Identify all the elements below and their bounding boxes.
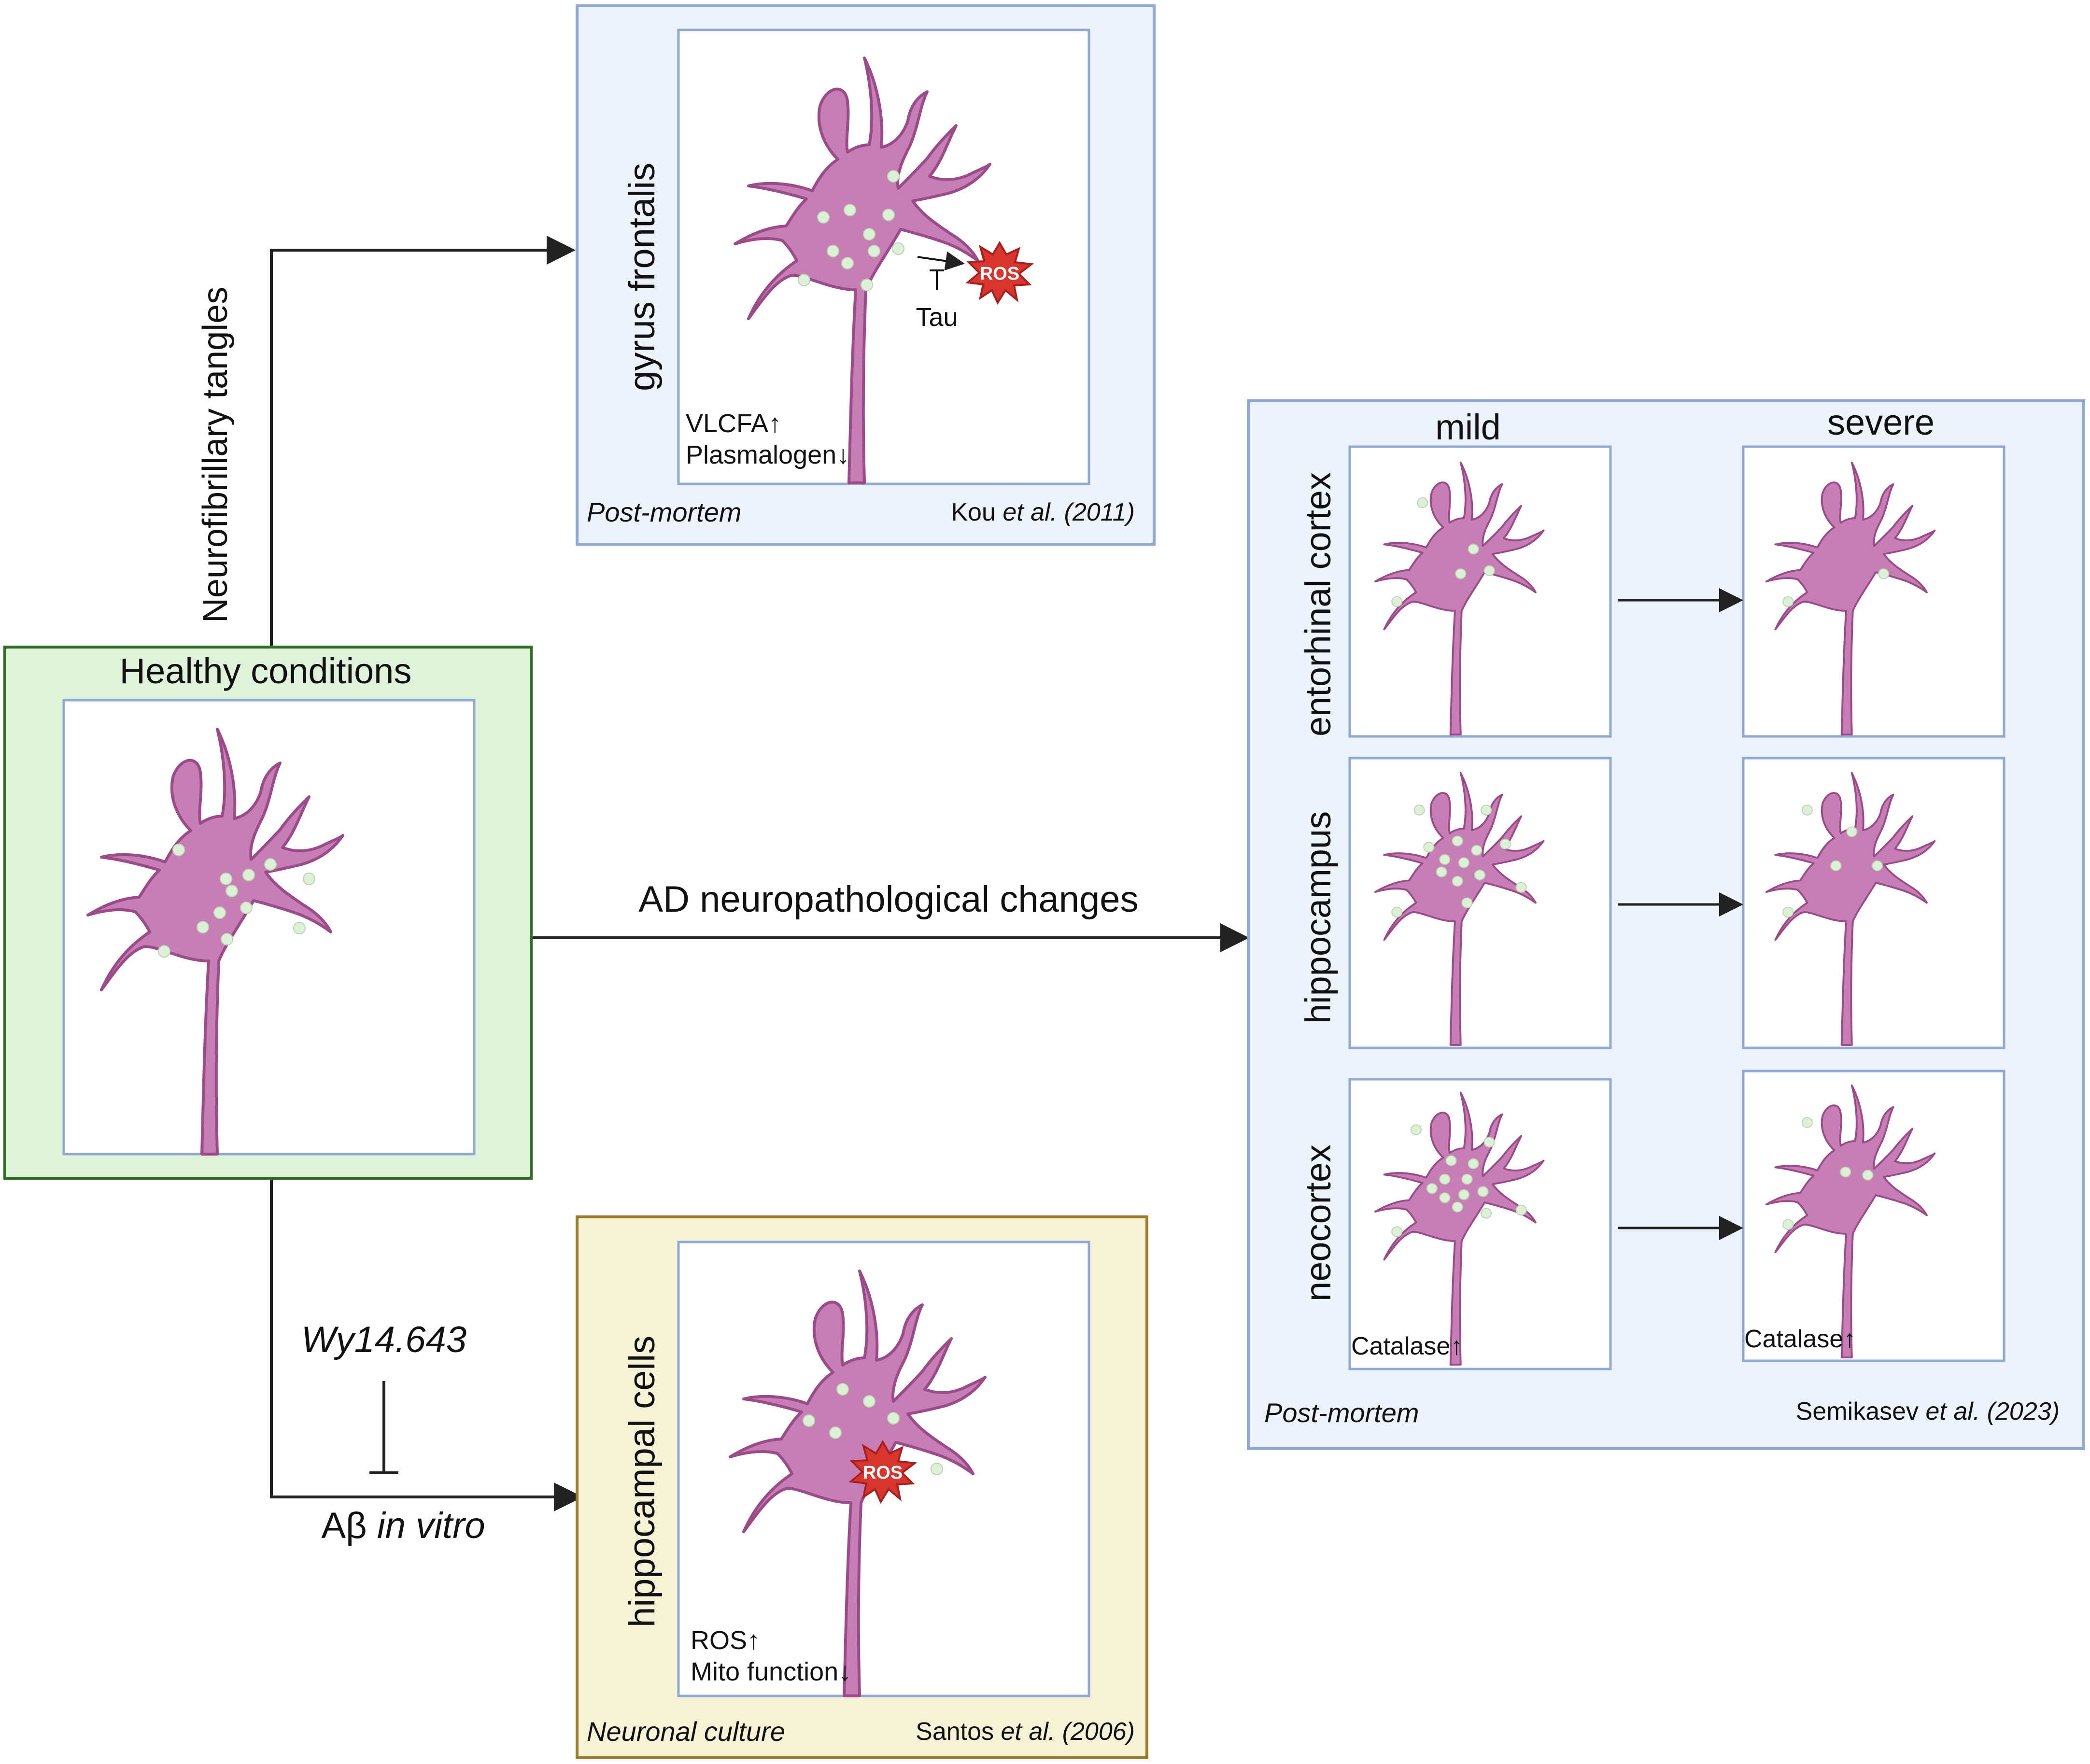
box-neocortex-mild — [1348, 1078, 1612, 1370]
semikasev-cite-etal: et al. (2023) — [1926, 1397, 2060, 1425]
gyrus-method: Post-mortem — [587, 497, 742, 527]
arrow-neurofibrillary — [270, 236, 576, 647]
gyrus-line1: VLCFA↑ — [686, 409, 781, 438]
semikasev-method: Post-mortem — [1264, 1397, 1419, 1428]
wy-label: Wy14.643 — [301, 1319, 466, 1360]
inhibition-wy — [369, 1381, 398, 1474]
neuron-gyrus — [735, 58, 990, 483]
abeta-suffix: in vitro — [377, 1505, 485, 1546]
ros-burst-gyrus: ROS — [967, 242, 1032, 304]
row-neocortex-label: neocortex — [1298, 1144, 1338, 1301]
ros-label-gyrus: ROS — [980, 264, 1019, 284]
col-mild-label: mild — [1435, 407, 1501, 447]
neuron-neocortex-mild — [1374, 1091, 1545, 1366]
hippo-line2: Mito function↓ — [691, 1657, 851, 1686]
row-hippocampus-label: hippocampus — [1298, 811, 1338, 1024]
box-hippocampus-mild — [1348, 757, 1612, 1049]
hippocampal-panel: hippocampal cells ROS ROS↑ Mito function… — [576, 1215, 1148, 1759]
box-entorhinal-severe — [1742, 445, 2005, 738]
neuron-healthy — [88, 729, 343, 1154]
gyrus-cite-etal: et al. (2011) — [1003, 498, 1135, 526]
col-severe-label: severe — [1827, 402, 1935, 442]
hippocampal-region-label: hippocampal cells — [621, 1336, 663, 1627]
hippo-citation: Santos et al. (2006) — [916, 1718, 1135, 1746]
ros-label-hippocampal: ROS — [863, 1463, 903, 1483]
abeta-prefix: Aβ — [321, 1505, 377, 1546]
semikasev-citation: Semikasev et al. (2023) — [1796, 1397, 2060, 1425]
arrow-abeta — [270, 1178, 583, 1511]
box-entorhinal-mild — [1348, 445, 1612, 738]
hippo-cite-etal: et al. (2006) — [1001, 1718, 1135, 1746]
neuron-hippocampal — [730, 1271, 985, 1696]
healthy-panel: Healthy conditions — [3, 646, 533, 1180]
neuron-entorhinal-severe — [1765, 461, 1936, 735]
hippo-cite-author: Santos — [916, 1718, 1001, 1746]
gyrus-panel: gyrus frontalis ROS Tau VLCFA↑ Plasmalog… — [576, 4, 1156, 546]
semikasev-panel: mild severe entorhinal cortex hippocampu… — [1247, 399, 2085, 1450]
semikasev-cite-author: Semikasev — [1796, 1397, 1926, 1425]
neuron-hippocampus-severe — [1765, 772, 1936, 1046]
gyrus-cite-author: Kou — [951, 498, 1003, 526]
neuron-hippocampus-mild — [1374, 772, 1545, 1046]
abeta-label: Aβ in vitro — [321, 1505, 485, 1546]
catalase-mild: Catalase↑ — [1351, 1332, 1463, 1360]
box-neocortex-severe — [1742, 1070, 2005, 1362]
ad-label: AD neuropathological changes — [638, 879, 1138, 920]
gyrus-citation: Kou et al. (2011) — [951, 498, 1135, 526]
nft-label: Neurofibrillary tangles — [196, 287, 235, 623]
neuron-entorhinal-mild — [1374, 461, 1545, 735]
neuron-neocortex-severe — [1765, 1084, 1936, 1358]
tau-label: Tau — [916, 303, 958, 332]
healthy-title: Healthy conditions — [120, 651, 412, 691]
ros-burst-hippocampal: ROS — [850, 1441, 916, 1503]
box-hippocampus-severe — [1742, 757, 2005, 1049]
gyrus-line2: Plasmalogen↓ — [686, 440, 849, 469]
catalase-severe: Catalase↑ — [1744, 1325, 1856, 1353]
row-entorhinal-label: entorhinal cortex — [1298, 472, 1338, 736]
hippo-line1: ROS↑ — [691, 1626, 760, 1655]
hippo-method: Neuronal culture — [587, 1716, 785, 1747]
gyrus-region-label: gyrus frontalis — [621, 163, 663, 391]
